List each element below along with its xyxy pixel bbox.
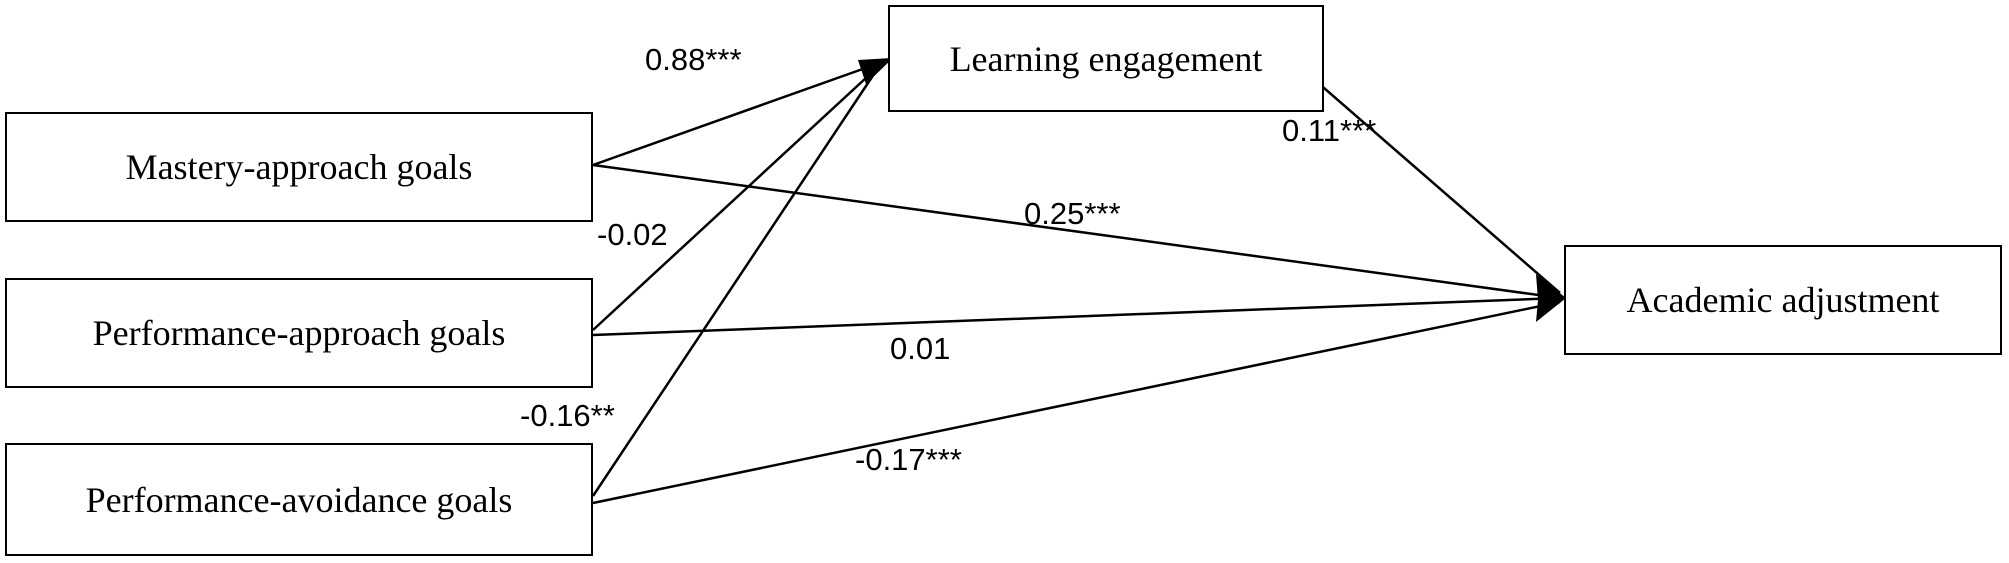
- node-performance-approach-goals: Performance-approach goals: [5, 278, 593, 388]
- coef-perf-approach-to-adjustment: 0.01: [890, 331, 951, 366]
- arrow-mastery-to-adjustment: [592, 163, 1561, 300]
- node-performance-avoidance-goals: Performance-avoidance goals: [5, 443, 593, 556]
- node-label: Performance-avoidance goals: [85, 479, 513, 520]
- coef-perf-avoidance-to-engagement: -0.16**: [520, 398, 615, 433]
- node-label: Performance-approach goals: [92, 313, 506, 353]
- coef-mastery-to-adjustment: 0.25***: [1024, 196, 1121, 231]
- arrow-perf-approach-to-adjustment: [592, 296, 1561, 337]
- node-academic-adjustment: Academic adjustment: [1564, 245, 2002, 355]
- arrow-perf-avoidance-to-adjustment: [592, 300, 1561, 505]
- arrow-engagement-to-adjustment: [1285, 54, 1561, 294]
- coef-mastery-to-engagement: 0.88***: [645, 42, 742, 77]
- node-learning-engagement: Learning engagement: [888, 5, 1324, 112]
- arrow-perf-approach-to-engagement: [592, 64, 881, 331]
- coef-perf-avoidance-to-adjustment: -0.17***: [855, 442, 962, 477]
- arrowhead-into-adjustment: [1536, 274, 1566, 322]
- node-label: Academic adjustment: [1626, 280, 1940, 320]
- node-mastery-approach-goals: Mastery-approach goals: [5, 112, 593, 222]
- coef-engagement-to-adjustment: 0.11***: [1282, 113, 1377, 148]
- arrow-perf-avoidance-to-engagement: [591, 67, 880, 497]
- node-label: Learning engagement: [949, 38, 1263, 79]
- node-label: Mastery-approach goals: [125, 147, 473, 187]
- arrow-mastery-to-engagement: [592, 58, 889, 167]
- coef-perf-approach-to-engagement: -0.02: [597, 217, 668, 252]
